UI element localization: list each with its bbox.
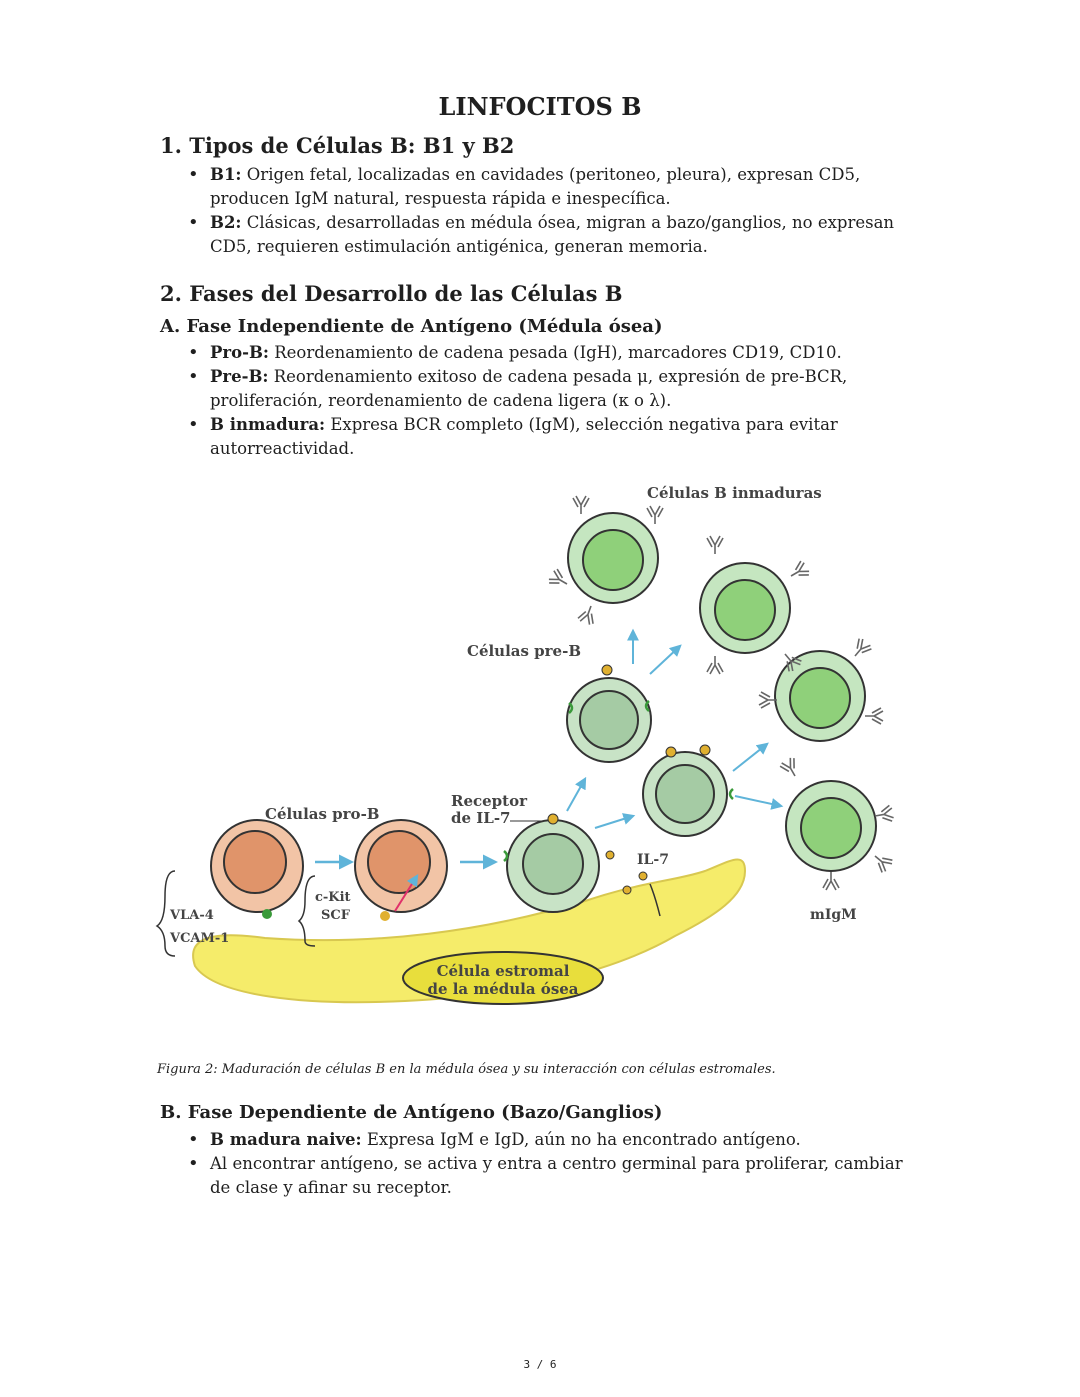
preb-nucleus-stroma — [522, 833, 584, 895]
list-item: B1: Origen fetal, localizadas en cavidad… — [188, 163, 908, 211]
subsection-b-heading: B. Fase Dependiente de Antígeno (Bazo/Ga… — [160, 1102, 663, 1123]
immature-nucleus-1 — [582, 529, 644, 591]
receptor-label-line2: de IL-7 — [451, 809, 510, 827]
item-text: Al encontrar antígeno, se activa y entra… — [210, 1154, 903, 1197]
prob-nucleus-1 — [223, 830, 287, 894]
list-item: Al encontrar antígeno, se activa y entra… — [188, 1152, 908, 1200]
arrow-preb-2 — [594, 813, 636, 829]
subsection-a-heading: A. Fase Independiente de Antígeno (Médul… — [160, 316, 663, 337]
item-term: B2: — [210, 213, 242, 232]
list-item: B inmadura: Expresa BCR completo (IgM), … — [188, 413, 908, 461]
item-text: Expresa IgM e IgD, aún no ha encontrado … — [361, 1130, 801, 1149]
ckit-marker — [380, 911, 390, 921]
vla4-label: VLA-4 — [169, 908, 214, 923]
arrow-preb-5 — [732, 742, 769, 772]
item-text: Reordenamiento exitoso de cadena pesada … — [210, 367, 848, 410]
vla4-marker — [262, 909, 272, 919]
preb-marker-1 — [601, 664, 613, 676]
preb-marker-2 — [665, 746, 677, 758]
figure-caption: Figura 2: Maduración de células B en la … — [157, 1062, 776, 1077]
section-2-heading: 2. Fases del Desarrollo de las Células B — [160, 281, 623, 306]
prob-label: Células pro-B — [265, 805, 379, 823]
ckit-arrow — [394, 873, 419, 912]
preb-nucleus-right — [655, 764, 715, 824]
preb-marker-4 — [699, 744, 711, 756]
subsection-a-list: Pro-B: Reordenamiento de cadena pesada (… — [188, 341, 908, 461]
stromal-nucleus — [402, 951, 604, 1005]
receptor-label-line1: Receptor — [451, 792, 528, 810]
page-title: LINFOCITOS B — [438, 92, 642, 121]
arrow-preb-1 — [566, 776, 587, 812]
item-term: B inmadura: — [210, 415, 326, 434]
b-cell-maturation-figure: Célula estromal de la médula ósea Célula… — [155, 484, 895, 1005]
il7-label: IL-7 — [637, 852, 669, 868]
preb-marker-3 — [547, 813, 559, 825]
item-term: B madura naive: — [210, 1130, 362, 1149]
migm-label: mIgM — [810, 907, 857, 923]
stromal-cell — [192, 858, 747, 1004]
immature-nucleus-3 — [789, 667, 851, 729]
arrow-preb-4 — [649, 644, 682, 675]
item-text: Expresa BCR completo (IgM), selección ne… — [210, 415, 838, 458]
item-text: Clásicas, desarrolladas en médula ósea, … — [210, 213, 895, 256]
il7-dot-2 — [638, 871, 648, 881]
stromal-label-line1: Célula estromal — [437, 962, 570, 980]
brace-left — [155, 870, 176, 957]
subsection-b-list: B madura naive: Expresa IgM e IgD, aún n… — [188, 1128, 908, 1200]
il7-dot-1 — [605, 850, 615, 860]
item-text: Origen fetal, localizadas en cavidades (… — [210, 165, 861, 208]
il7-dot-3 — [622, 885, 632, 895]
vcam1-label: VCAM-1 — [169, 931, 229, 946]
item-text: Reordenamiento de cadena pesada (IgH), m… — [269, 343, 842, 362]
list-item: B madura naive: Expresa IgM e IgD, aún n… — [188, 1128, 908, 1152]
stromal-label-line2: de la médula ósea — [427, 980, 578, 998]
item-term: Pro-B: — [210, 343, 269, 362]
immature-nucleus-4 — [800, 797, 862, 859]
list-item: B2: Clásicas, desarrolladas en médula ós… — [188, 211, 908, 259]
section-1-heading: 1. Tipos de Células B: B1 y B2 — [160, 133, 515, 158]
immature-label: Células B inmaduras — [647, 484, 822, 502]
arrow-preb-6 — [734, 795, 784, 810]
list-item: Pro-B: Reordenamiento de cadena pesada (… — [188, 341, 908, 365]
section-1-list: B1: Origen fetal, localizadas en cavidad… — [188, 163, 908, 259]
scf-label: SCF — [321, 908, 351, 923]
il7-arrow — [649, 883, 661, 917]
preb-nucleus-upper — [579, 690, 639, 750]
page-number: 3 / 6 — [523, 1358, 557, 1371]
brace-middle — [297, 875, 316, 947]
ckit-label: c-Kit — [315, 890, 351, 905]
item-term: B1: — [210, 165, 242, 184]
item-term: Pre-B: — [210, 367, 269, 386]
list-item: Pre-B: Reordenamiento exitoso de cadena … — [188, 365, 908, 413]
preb-label: Células pre-B — [467, 642, 581, 660]
immature-nucleus-2 — [714, 579, 776, 641]
prob-nucleus-2 — [367, 830, 431, 894]
